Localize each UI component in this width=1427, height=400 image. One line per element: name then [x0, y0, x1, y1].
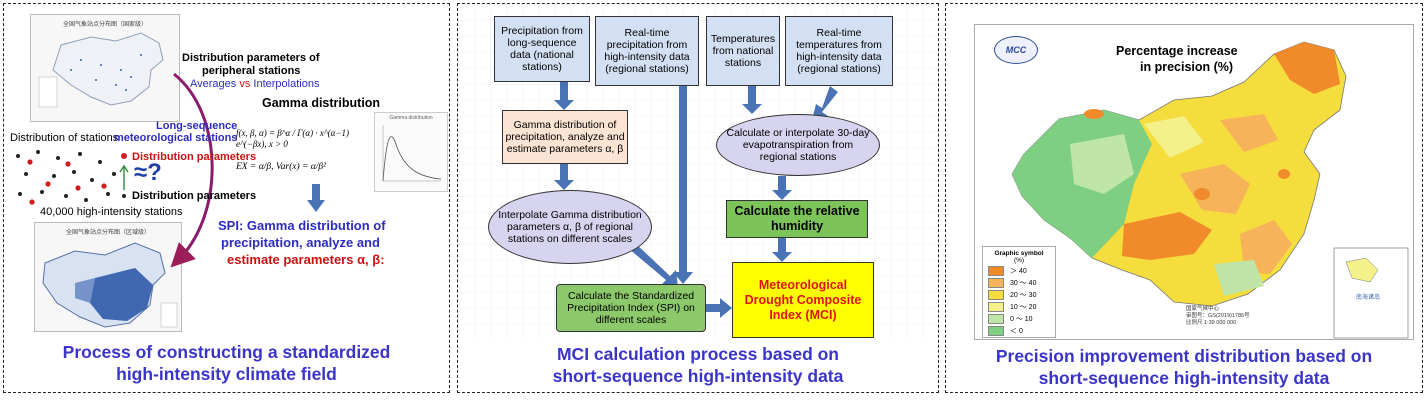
panel2-caption-line1: MCI calculation process based on: [556, 344, 840, 364]
legend-swatch: [988, 290, 1004, 300]
legend-swatch: [988, 326, 1004, 336]
legend-swatch: [988, 302, 1004, 312]
peripheral-params-line1: Distribution parameters of: [182, 52, 320, 64]
map-footer: 国家气候中心 审图号：GS(2019)1786号 比例尺 1:39 000 00…: [1186, 306, 1250, 327]
legend-item: 0 ～ 10: [988, 314, 1050, 324]
distribution-params-black: Distribution parameters: [132, 190, 257, 202]
box-mci: Meteorological Drought Composite Index (…: [732, 262, 874, 338]
connector-arc: [170, 72, 214, 268]
legend-item: 10 ～ 20: [988, 302, 1050, 312]
gamma-formula-2: EX = α/β, Var(x) = α/β²: [236, 162, 326, 172]
legend-item: 20 ～ 30: [988, 290, 1050, 300]
panel2-caption-line2: short-sequence high-intensity data: [552, 366, 844, 386]
precision-map-graphic: [1011, 41, 1409, 339]
ellipse-interpolate-gamma: Interpolate Gamma distribution parameter…: [488, 190, 652, 264]
legend-item: ＜ 0: [988, 326, 1050, 336]
mcc-logo-text: MCC: [1005, 45, 1027, 55]
flowchart-arrows: [554, 82, 838, 318]
interpolations-text: Interpolations: [253, 78, 320, 90]
panel3-caption-line1: Precision improvement distribution based…: [995, 346, 1373, 366]
averages-text: Averages: [190, 78, 237, 90]
regional-map-graphic: [42, 242, 178, 328]
inset-label: 南海诸岛: [1356, 295, 1381, 301]
legend-title: Graphic symbol: [994, 250, 1044, 257]
legend-label: 10 ～ 20: [1010, 303, 1037, 311]
station-dots: [16, 150, 116, 205]
panel1-caption-line2: high-intensity climate field: [116, 364, 337, 384]
regional-map-title: 全国气象站点分布图（区域级）: [65, 230, 150, 236]
footer-line3: 比例尺 1:39 000 000: [1186, 320, 1237, 326]
box-precip-real-time: Real-time precipitation from high-intens…: [595, 16, 699, 86]
legend-item: ＞ 40: [988, 266, 1050, 276]
spi-line2: precipitation, analyze and: [221, 235, 380, 250]
gamma-formula-1: f(x, β, α) = β^α / Γ(α) · x^(α−1) e^(−βx…: [236, 128, 349, 149]
long-sequence-line1: Long-sequence: [156, 120, 238, 132]
panel1-caption-line1: Process of constructing a standardized: [62, 342, 391, 362]
long-sequence-line2: meteorological stations: [114, 132, 238, 144]
box-calculate-spi: Calculate the Standardized Precipitation…: [556, 284, 706, 332]
arrow-to-spi: [307, 184, 325, 212]
legend-swatch: [988, 314, 1004, 324]
spi-line3: estimate parameters α, β:: [227, 252, 385, 267]
gamma-curve: [382, 125, 442, 182]
box-temp-national: Temperatures from national stations: [706, 16, 780, 86]
legend-unit: (%): [1013, 257, 1025, 264]
footer-line1: 国家气候中心: [1186, 306, 1220, 312]
mcc-logo: MCC: [994, 36, 1038, 64]
panel-mci-calculation: Precipitation from long-sequence data (n…: [457, 3, 939, 393]
high-intensity-stations-label: 40,000 high-intensity stations: [40, 206, 183, 218]
national-map-graphic: [38, 32, 164, 108]
map-title-line1: Percentage increase: [1116, 44, 1238, 58]
legend-label: 0 ～ 10: [1010, 315, 1033, 323]
footer-line2: 审图号：GS(2019)1786号: [1186, 313, 1250, 319]
averages-vs-interpolations: Averages vs Interpolations: [190, 78, 319, 91]
approx-symbol: ≈?: [134, 159, 162, 186]
gamma-mini-chart: Gamma distribution: [374, 112, 448, 192]
distribution-of-stations-label: Distribution of stations: [10, 132, 119, 144]
map-title-line2: in precision (%): [1140, 60, 1234, 74]
legend-label: 20 ～ 30: [1010, 291, 1037, 299]
gamma-mini-chart-title: Gamma distribution: [389, 115, 433, 121]
panel3-caption-line2: short-sequence high-intensity data: [1038, 368, 1330, 388]
peripheral-params-line2: peripheral stations: [202, 65, 301, 77]
legend-item: 30 ～ 40: [988, 278, 1050, 288]
legend-label: ＜ 0: [1010, 327, 1023, 335]
legend-rows: ＞ 40 30 ～ 40 20 ～ 30 10 ～ 20 0 ～ 10 ＜ 0: [988, 266, 1050, 336]
red-dot-legend-icon: [121, 153, 127, 159]
distribution-params-red: Distribution parameters: [132, 151, 257, 163]
box-relative-humidity: Calculate the relative humidity: [726, 200, 868, 238]
national-stations-map: 全国气象站点分布图（国家级）: [30, 14, 180, 122]
ellipse-evapotranspiration: Calculate or interpolate 30-day evapotra…: [716, 114, 880, 176]
legend-label: ＞ 40: [1010, 267, 1027, 275]
vs-text: vs: [239, 78, 251, 90]
box-precip-long-sequence: Precipitation from long-sequence data (n…: [494, 16, 590, 82]
box-gamma-distribution: Gamma distribution of precipitation, ana…: [502, 110, 628, 164]
spi-line1: SPI: Gamma distribution of: [218, 218, 386, 233]
black-dot-legend-icon: [122, 194, 126, 198]
regional-stations-map: 全国气象站点分布图（区域级）: [34, 222, 182, 332]
legend-swatch: [988, 278, 1004, 288]
panel-precision-improvement: 南海诸岛 MCC Percentage increase in precisio…: [945, 3, 1423, 393]
legend-label: 30 ～ 40: [1010, 279, 1037, 287]
gamma-distribution-title: Gamma distribution: [262, 96, 381, 110]
national-map-title: 全国气象站点分布图（国家级）: [62, 22, 147, 28]
box-temp-real-time: Real-time temperatures from high-intensi…: [785, 16, 893, 86]
green-up-arrow: [119, 164, 129, 190]
panel-standardized-climate-field: 全国气象站点分布图（国家级） 全国气象站点分布图（区域级）: [3, 3, 450, 393]
map-legend: Graphic symbol (%) ＞ 40 30 ～ 40 20 ～ 30 10 …: [982, 246, 1056, 338]
legend-swatch: [988, 266, 1004, 276]
